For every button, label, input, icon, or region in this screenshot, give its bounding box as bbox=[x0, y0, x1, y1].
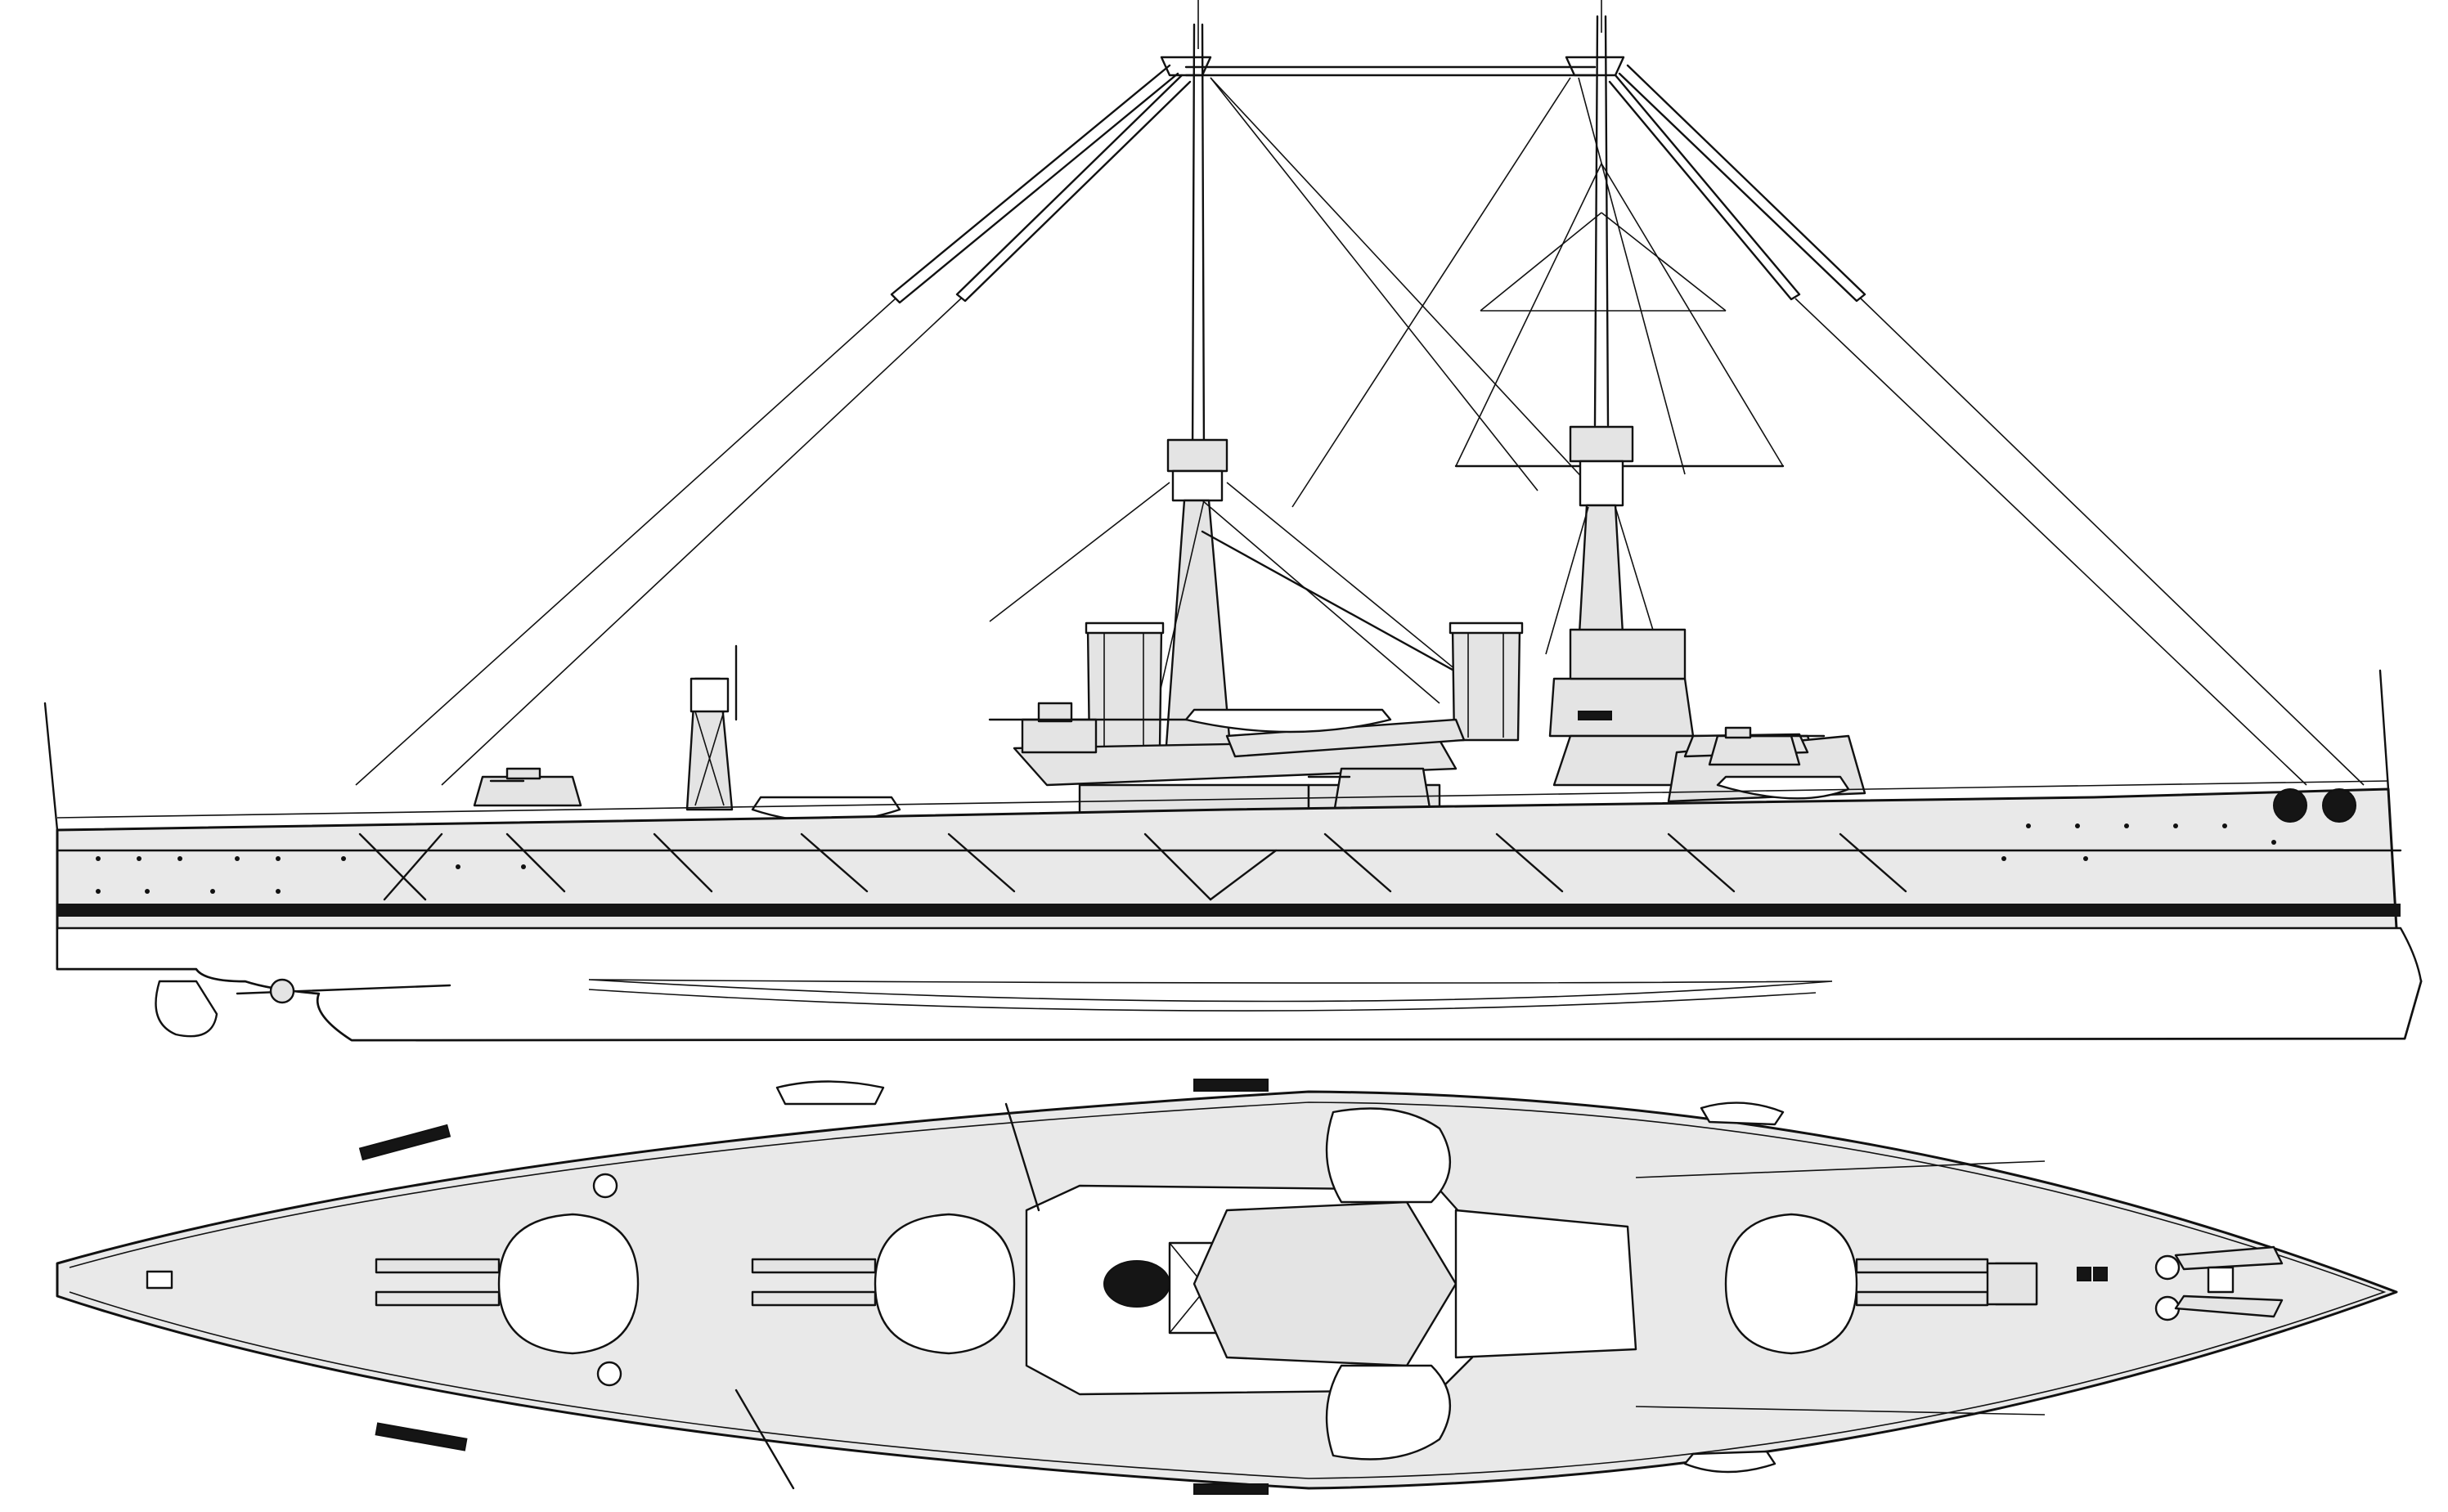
portholes-side bbox=[96, 823, 2276, 894]
hull-side bbox=[43, 669, 2423, 1042]
superstructure bbox=[473, 628, 1866, 823]
wireless-aerials bbox=[355, 56, 2365, 786]
side-elevation bbox=[43, 0, 2423, 1042]
turrets-plan bbox=[375, 1107, 2038, 1460]
plan-view bbox=[56, 1079, 2398, 1495]
main-mast bbox=[1454, 0, 1785, 721]
fore-mast bbox=[989, 0, 1515, 758]
funnels bbox=[1085, 621, 1524, 750]
